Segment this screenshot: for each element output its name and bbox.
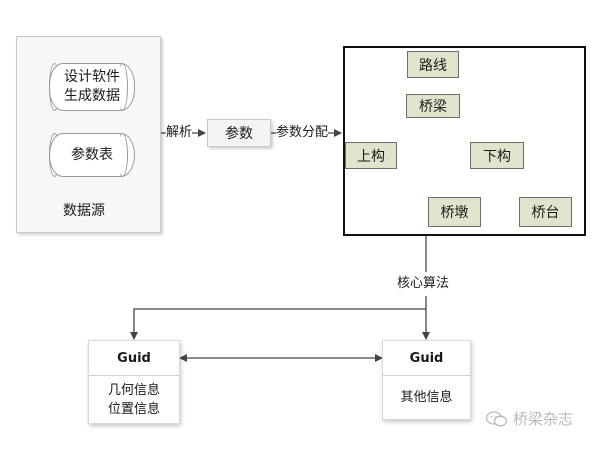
parameter-table-cylinder: 参数表 [49, 133, 135, 177]
dispatch-label: 参数分配 [276, 124, 329, 142]
guid-right-other: 其他信息 [400, 390, 453, 405]
data-source-label: 数据源 [63, 203, 105, 219]
design-software-cylinder: 设计软件 生成数据 [49, 63, 135, 111]
node-pier: 桥墩 [428, 197, 481, 227]
node-bridge: 桥梁 [406, 94, 460, 118]
watermark: 桥梁杂志 [485, 408, 573, 429]
node-abutment-label: 桥台 [531, 205, 560, 221]
node-bridge-label: 桥梁 [419, 99, 447, 115]
guid-card-left: Guid 几何信息 位置信息 [88, 340, 180, 424]
node-pier-label: 桥墩 [440, 205, 469, 221]
node-substructure-label: 下构 [483, 148, 511, 165]
node-superstructure-label: 上构 [357, 148, 385, 165]
guid-right-title: Guid [383, 341, 470, 376]
node-route: 路线 [407, 51, 459, 78]
parameter-box-label: 参数 [225, 126, 253, 142]
guid-left-body: 几何信息 位置信息 [89, 376, 179, 423]
core-algorithm-label: 核心算法 [397, 276, 450, 291]
parse-label: 解析 [166, 124, 193, 142]
node-route-label: 路线 [419, 57, 447, 74]
guid-left-title: Guid [89, 341, 179, 376]
design-software-line2: 生成数据 [64, 88, 120, 104]
parameter-box: 参数 [207, 119, 271, 147]
guid-right-body: 其他信息 [383, 376, 470, 419]
wechat-icon [485, 410, 508, 426]
arrow-core-to-left-guid [130, 308, 426, 340]
node-substructure: 下构 [470, 142, 524, 169]
node-abutment: 桥台 [519, 197, 572, 227]
guid-left-position: 位置信息 [107, 401, 160, 417]
data-source-panel: 设计软件 生成数据 参数表 数据源 [16, 36, 161, 233]
guid-left-geometry: 几何信息 [107, 382, 160, 398]
node-superstructure: 上构 [345, 142, 397, 169]
watermark-text: 桥梁杂志 [513, 410, 574, 428]
guid-card-right: Guid 其他信息 [382, 340, 471, 420]
design-software-line1: 设计软件 [64, 69, 120, 85]
parameter-table-label: 参数表 [71, 146, 113, 163]
